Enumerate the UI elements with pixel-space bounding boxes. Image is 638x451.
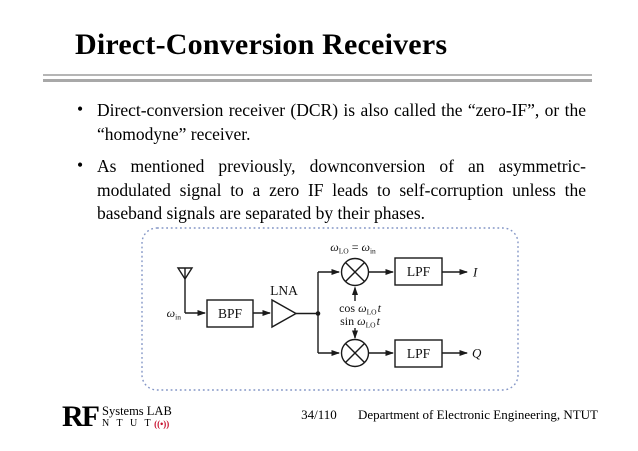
mixer-i-icon (340, 257, 370, 287)
rf-systems-lab-logo: RF Systems LAB N T U T ((•)) (62, 402, 172, 432)
lpf-i-block: LPF (394, 257, 443, 286)
department-footer: Department of Electronic Engineering, NT… (357, 407, 598, 422)
lo-equals-input-label: ωLO=ωin (330, 240, 376, 256)
output-i-label: I (472, 265, 478, 280)
bullet-text: Direct-conversion receiver (DCR) is also… (97, 100, 586, 144)
lna-label: LNA (270, 283, 298, 298)
lpf-i-label: LPF (407, 264, 431, 279)
logo-systems-lab: Systems LAB (102, 404, 172, 418)
logo-ntut-text: N T U T (102, 418, 154, 429)
radio-signal-icon: ((•)) (154, 419, 170, 429)
output-q-label: Q (472, 346, 482, 361)
list-item: • Direct-conversion receiver (DCR) is al… (57, 99, 586, 146)
logo-ntut-line: N T U T ((•)) (102, 418, 172, 430)
antenna-icon (176, 267, 194, 313)
bullet-icon: • (77, 155, 84, 175)
title-divider-thick (43, 79, 592, 82)
input-frequency-label: ωin (167, 306, 182, 322)
title-divider-thin (43, 74, 592, 76)
lpf-q-block: LPF (394, 339, 443, 368)
page-title: Direct-Conversion Receivers (75, 28, 448, 61)
mixer-q-icon (340, 338, 370, 368)
rf-logo-text: RF (62, 400, 100, 433)
bullet-text: As mentioned previously, downconversion … (97, 156, 586, 223)
bpf-label: BPF (218, 306, 243, 321)
bpf-block: BPF (206, 299, 254, 328)
logo-caption: Systems LAB N T U T ((•)) (102, 402, 172, 430)
receiver-block-diagram: ωin BPF LNA ωLO=ωin (140, 225, 525, 400)
bullet-list: • Direct-conversion receiver (DCR) is al… (57, 99, 586, 235)
page-number: 34/110 (301, 407, 337, 422)
lna-amplifier: LNA (270, 283, 298, 329)
bullet-icon: • (77, 99, 84, 119)
lpf-q-label: LPF (407, 346, 431, 361)
list-item: • As mentioned previously, downconversio… (57, 155, 586, 226)
